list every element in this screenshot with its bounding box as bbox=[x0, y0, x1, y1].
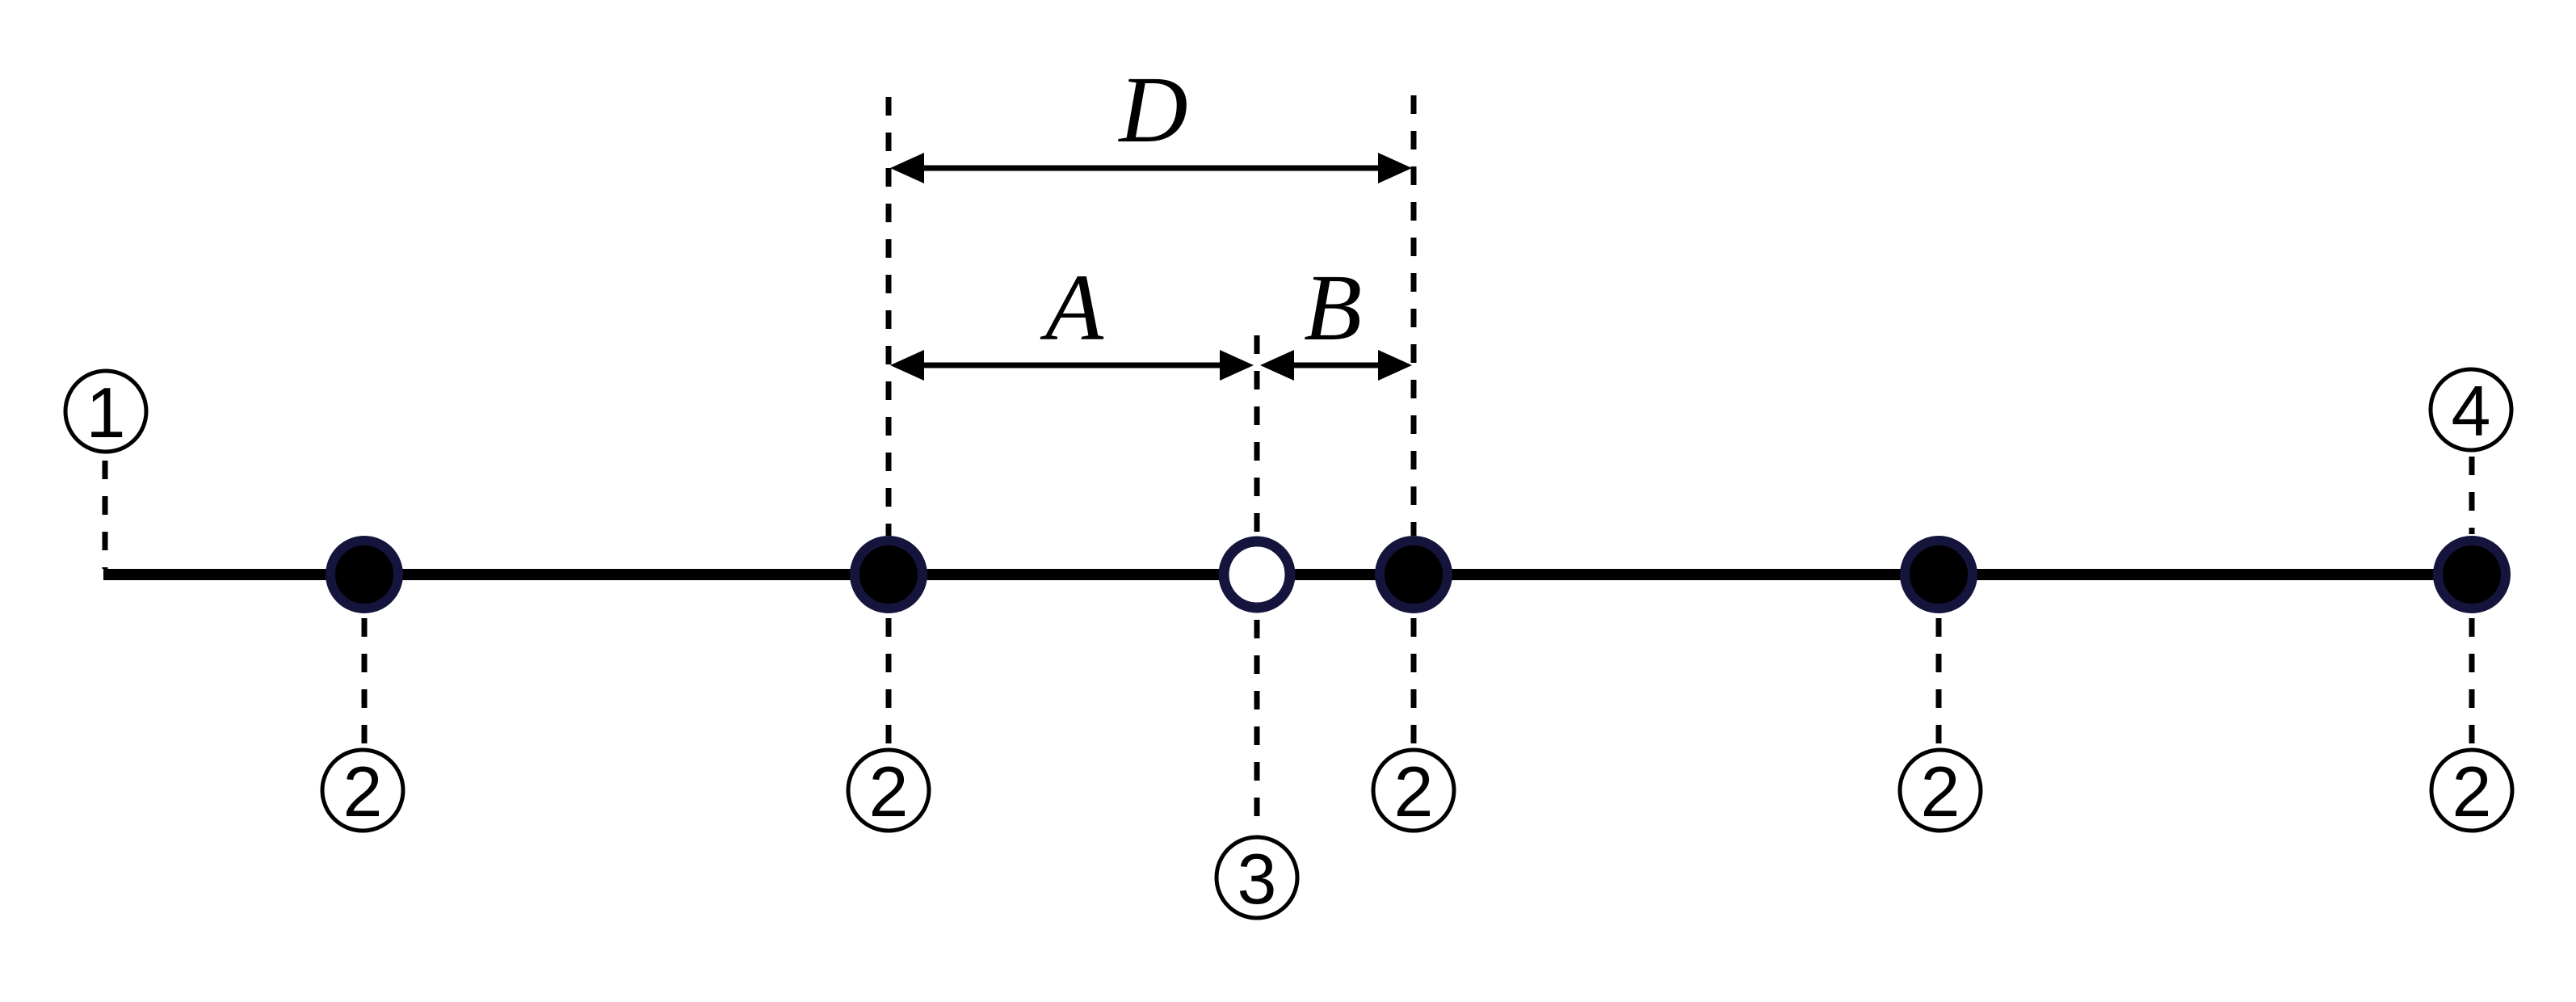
filled-node-1 bbox=[326, 536, 403, 613]
callout-2-circle-b bbox=[846, 747, 931, 833]
dimension-label-a: A bbox=[1040, 255, 1104, 360]
arrowhead-b-left-icon bbox=[1260, 350, 1294, 381]
callout-2-number-c: 2 bbox=[1394, 752, 1434, 831]
arrowhead-a-right-icon bbox=[1220, 350, 1254, 381]
filled-node-5 bbox=[2433, 536, 2511, 613]
callout-4-number: 4 bbox=[2452, 371, 2491, 451]
dimension-label-b: B bbox=[1304, 255, 1362, 360]
callout-4-circle bbox=[2428, 367, 2514, 453]
filled-node-2 bbox=[850, 536, 927, 613]
callout-1-circle bbox=[63, 368, 149, 454]
arrowhead-a-left-icon bbox=[890, 350, 924, 381]
callout-2-number-e: 2 bbox=[2452, 752, 2492, 831]
callout-2-circle-a bbox=[320, 747, 406, 833]
callout-2-number-b: 2 bbox=[869, 752, 909, 831]
arrowhead-d-left-icon bbox=[890, 153, 924, 183]
callout-3-number: 3 bbox=[1238, 839, 1277, 919]
arrowhead-d-right-icon bbox=[1378, 153, 1412, 183]
callout-2-circle-d bbox=[1897, 747, 1983, 833]
callout-2-circle-c bbox=[1371, 747, 1456, 833]
open-node bbox=[1218, 536, 1296, 613]
callout-2-number-a: 2 bbox=[343, 752, 383, 831]
filled-node-4 bbox=[1900, 536, 1977, 613]
callout-1-number: 1 bbox=[86, 373, 126, 453]
callout-3-circle bbox=[1214, 835, 1300, 920]
callout-2-number-d: 2 bbox=[1921, 752, 1960, 831]
arrowhead-b-right-icon bbox=[1378, 350, 1412, 381]
filled-node-3 bbox=[1375, 536, 1452, 613]
dimension-label-d: D bbox=[1117, 57, 1187, 162]
callout-2-circle-e bbox=[2429, 747, 2515, 833]
